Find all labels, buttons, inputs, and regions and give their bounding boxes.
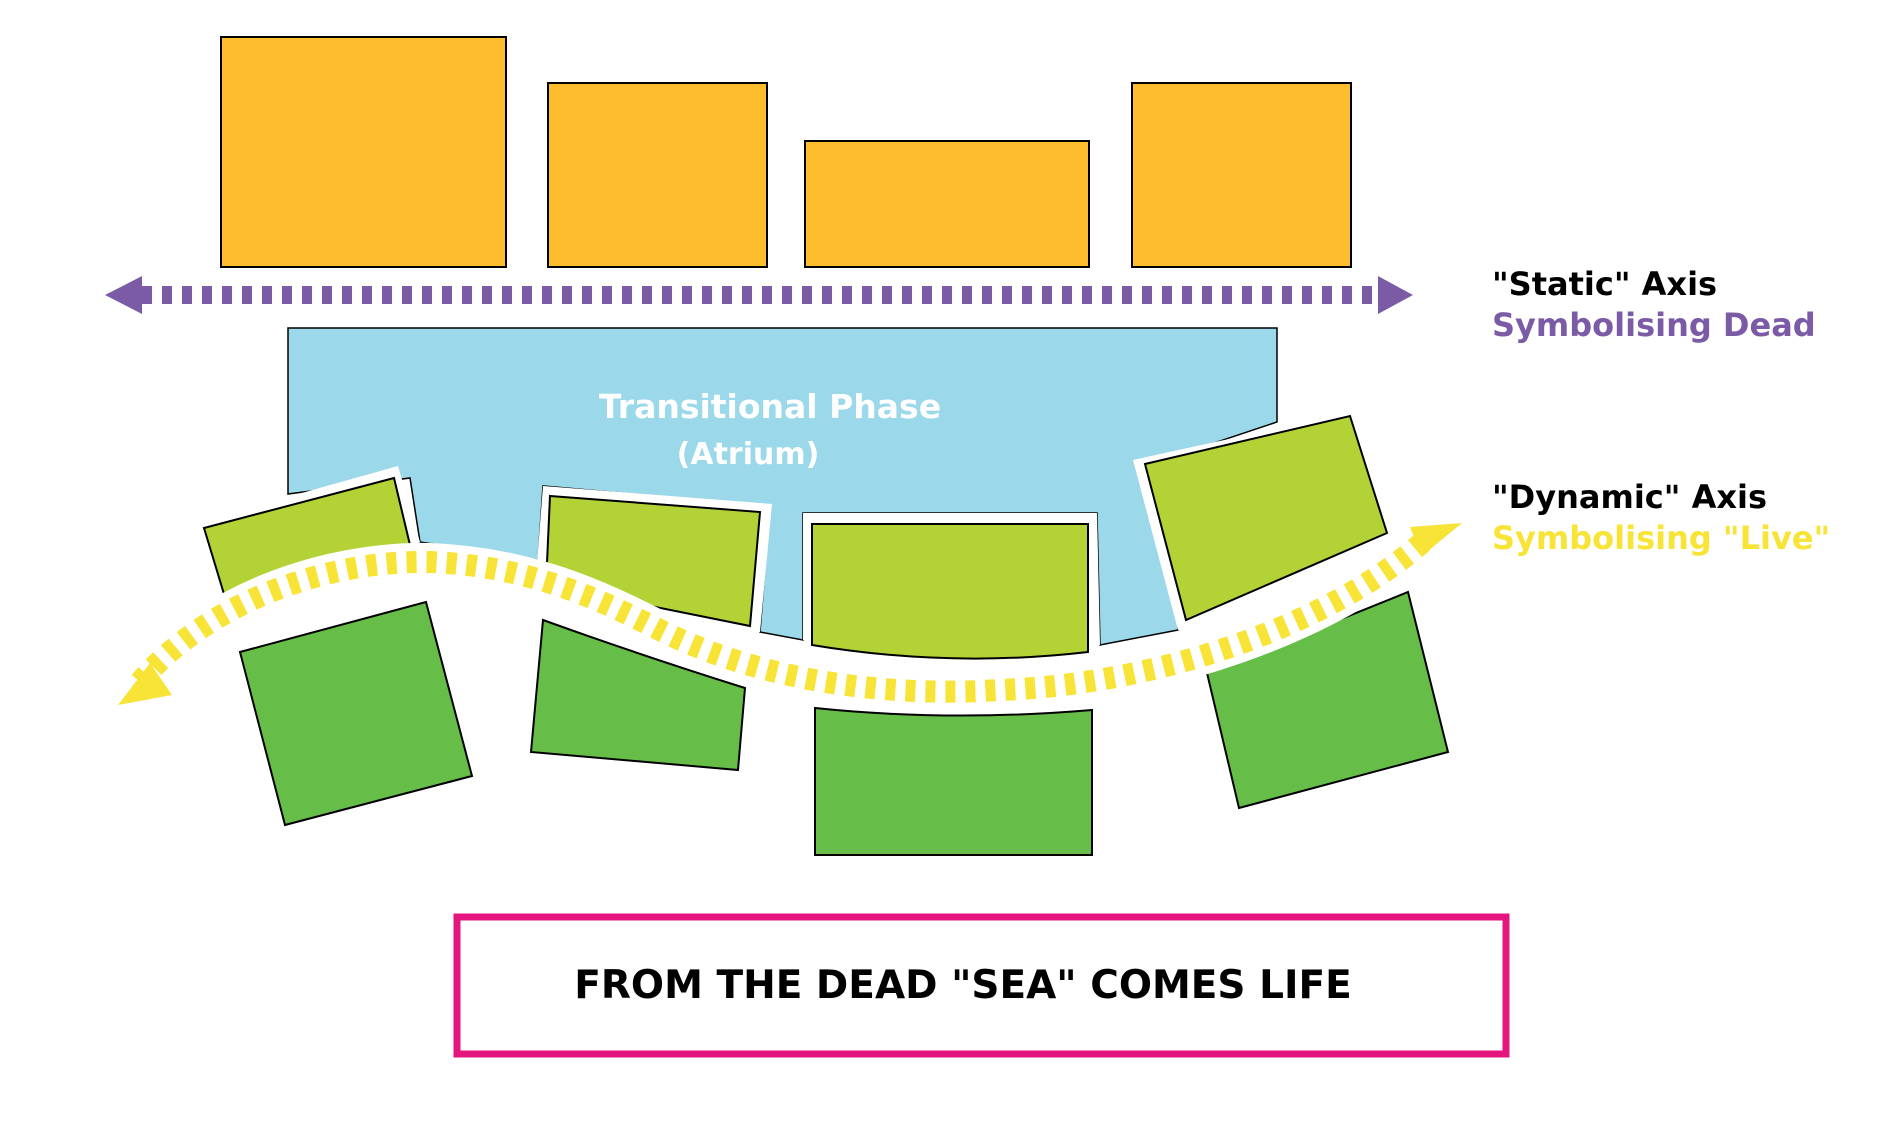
- atrium-title: Transitional Phase: [599, 387, 941, 426]
- static-block-1: [220, 36, 507, 268]
- static-axis-arrowhead-right: [1378, 276, 1413, 314]
- tagline-text: FROM THE DEAD "SEA" COMES LIFE: [574, 963, 1352, 1008]
- dark-green-block-1: [238, 600, 474, 827]
- atrium-area: [287, 327, 1278, 646]
- dynamic-axis-arrowhead-right: [1410, 523, 1462, 556]
- light-green-block-3: [811, 523, 1089, 660]
- dynamic-axis-subtitle: Symbolising "Live": [1492, 519, 1830, 557]
- dynamic-axis-arrow: [118, 521, 1462, 711]
- static-block-4: [1131, 82, 1352, 268]
- static-blocks: [220, 36, 1352, 268]
- static-axis-subtitle: Symbolising Dead: [1492, 306, 1816, 344]
- dark-green-blocks: [238, 590, 1450, 856]
- light-green-block-4: [1143, 414, 1389, 622]
- dynamic-axis-title: "Dynamic" Axis: [1492, 478, 1767, 516]
- dark-green-block-2: [529, 618, 747, 772]
- static-axis-title: "Static" Axis: [1492, 265, 1717, 303]
- dynamic-axis-line: [131, 531, 1433, 703]
- dark-green-block-3: [814, 706, 1093, 856]
- static-axis-arrowhead-left: [105, 276, 142, 314]
- static-block-2: [547, 82, 768, 268]
- tagline-box: [453, 913, 1510, 1058]
- static-axis-arrow: [105, 276, 1413, 314]
- static-block-3: [804, 140, 1090, 268]
- atrium-subtitle: (Atrium): [677, 437, 820, 472]
- dynamic-axis-arrowhead-left: [118, 663, 172, 705]
